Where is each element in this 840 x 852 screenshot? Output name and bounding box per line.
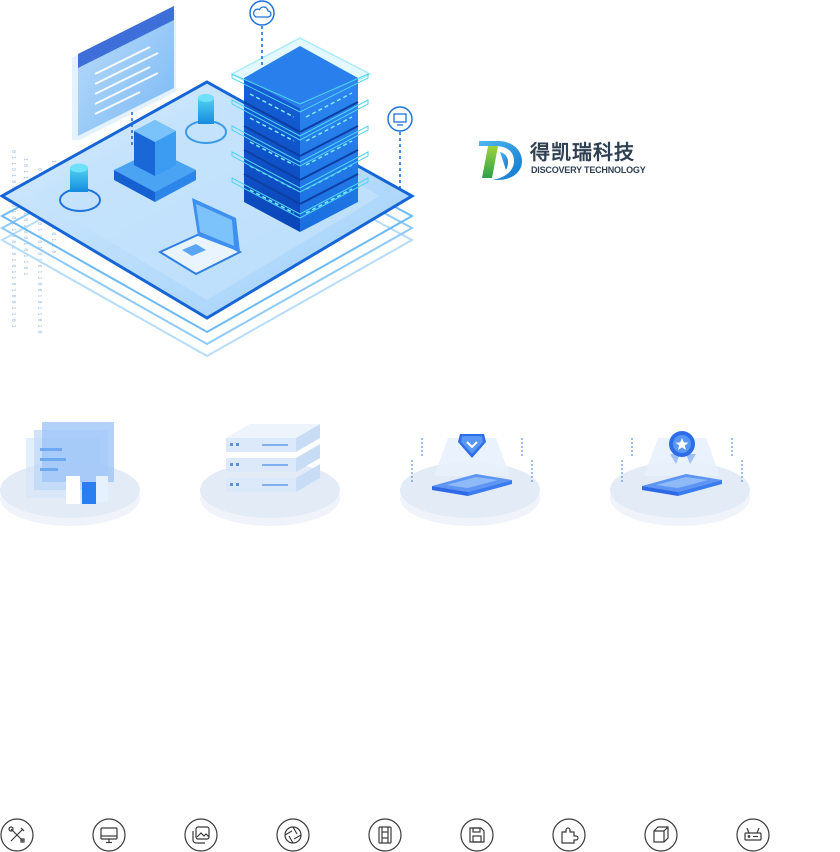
company-logo: 得凯瑞科技 DISCOVERY TECHNOLOGY (478, 138, 668, 184)
documents-icon (26, 422, 114, 504)
toolbar-icon-row (0, 818, 840, 852)
database-cylinder-back (185, 94, 227, 144)
small-server (114, 120, 196, 202)
router-icon[interactable] (736, 818, 770, 852)
svg-text:0 1 1 0 1 0 0 1 1 0 1 0 1 1 0: 0 1 1 0 1 0 0 1 1 0 1 0 1 1 0 0 1 0 1 0 … (10, 150, 16, 328)
diamond-badge-icon (432, 434, 512, 496)
logo-mark-icon (479, 141, 522, 180)
server-tower (230, 37, 372, 232)
logo-chinese-name: 得凯瑞科技 (530, 140, 635, 164)
medal-badge-platform (610, 418, 756, 532)
monitor-icon[interactable] (92, 818, 126, 852)
tools-icon[interactable] (0, 818, 34, 852)
hero-illustration: 0 1 1 0 1 0 0 1 1 0 1 0 1 1 0 0 1 0 1 0 … (0, 0, 420, 360)
image-gallery-icon[interactable] (184, 818, 218, 852)
cube-icon[interactable] (644, 818, 678, 852)
logo-english-name: DISCOVERY TECHNOLOGY (531, 165, 646, 175)
server-rack-platform (200, 418, 346, 532)
svg-text:0 0 1 0 1 1 0 1 0 0 1 1 0 1 0: 0 0 1 0 1 1 0 1 0 0 1 1 0 1 0 1 0 1 1 0 … (36, 168, 42, 334)
diamond-badge-platform (400, 418, 546, 532)
floppy-disk-icon[interactable] (460, 818, 494, 852)
laptop (157, 198, 243, 276)
monitor-badge (387, 106, 413, 190)
documents-platform (0, 418, 146, 532)
medal-badge-icon (642, 431, 722, 496)
aperture-icon[interactable] (276, 818, 310, 852)
film-strip-icon[interactable] (368, 818, 402, 852)
cloud-badge (249, 0, 275, 66)
database-cylinder-left (59, 163, 101, 212)
document-panel (72, 6, 176, 148)
server-rack-icon (226, 424, 320, 492)
puzzle-icon[interactable] (552, 818, 586, 852)
